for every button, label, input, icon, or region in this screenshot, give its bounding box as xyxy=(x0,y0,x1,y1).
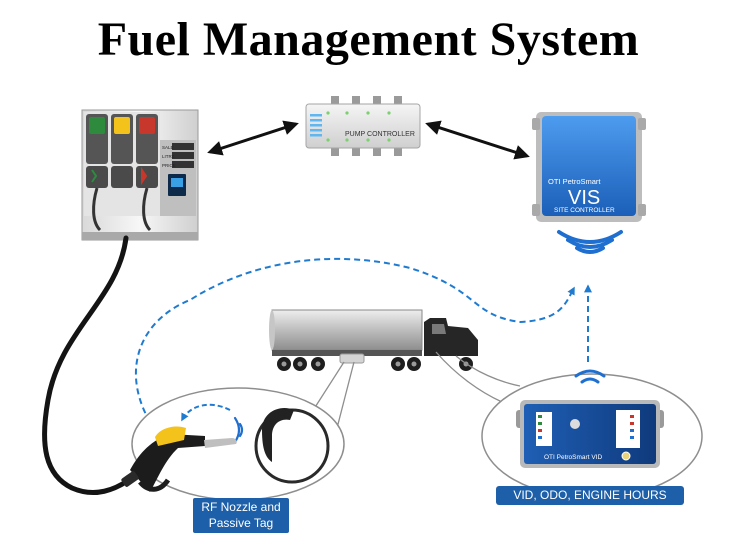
pump-controller: PUMP CONTROLLER xyxy=(305,96,421,156)
vid-device: OTI PetroSmart VID xyxy=(516,400,664,468)
yellow-light xyxy=(114,117,130,134)
vid-wifi-icon xyxy=(574,369,606,384)
callout-line-vid xyxy=(435,351,503,403)
dispenser-label-litre: LITRE xyxy=(162,154,175,159)
truck xyxy=(269,309,478,371)
dashed-link-nozzle-to-vis xyxy=(134,257,575,423)
vis-subtitle: SITE CONTROLLER xyxy=(554,207,615,214)
tag-wifi-icon xyxy=(233,416,244,444)
vis-brand: OTI PetroSmart xyxy=(548,177,601,186)
vid-brand: OTI PetroSmart VID xyxy=(544,454,602,461)
red-light xyxy=(139,117,155,134)
link-dispenser-controller xyxy=(207,120,299,156)
nozzle-hose xyxy=(42,235,135,496)
vid-badge: VID, ODO, ENGINE HOURS xyxy=(496,486,684,505)
page-title: Fuel Management System xyxy=(97,13,640,66)
rf-nozzle xyxy=(121,426,237,492)
callout-line-tag-2 xyxy=(335,361,355,433)
green-light xyxy=(89,117,105,134)
callout-line-tag xyxy=(311,361,345,413)
nozzle-tag-line-2: Passive Tag xyxy=(208,516,274,530)
dashed-link-tag-to-nozzle xyxy=(181,403,231,422)
nozzle-tag-line-1: RF Nozzle and xyxy=(201,500,281,514)
wifi-icon xyxy=(557,230,623,254)
vis-site-controller: OTI PetroSmart VIS SITE CONTROLLER xyxy=(532,112,646,222)
callout-line-vid-2 xyxy=(455,355,521,387)
nozzle-tag-badge: RF Nozzle and Passive Tag xyxy=(193,498,289,533)
dispenser-label-sale: SALE xyxy=(162,145,174,150)
pump-controller-label: PUMP CONTROLLER xyxy=(345,131,415,138)
vis-model: VIS xyxy=(568,187,600,209)
fuel-dispenser: SALE LITRE PRICE xyxy=(81,109,199,241)
link-controller-vis xyxy=(425,120,530,160)
dispenser-label-price: PRICE xyxy=(162,163,176,168)
passive-tag-ring xyxy=(254,408,330,484)
